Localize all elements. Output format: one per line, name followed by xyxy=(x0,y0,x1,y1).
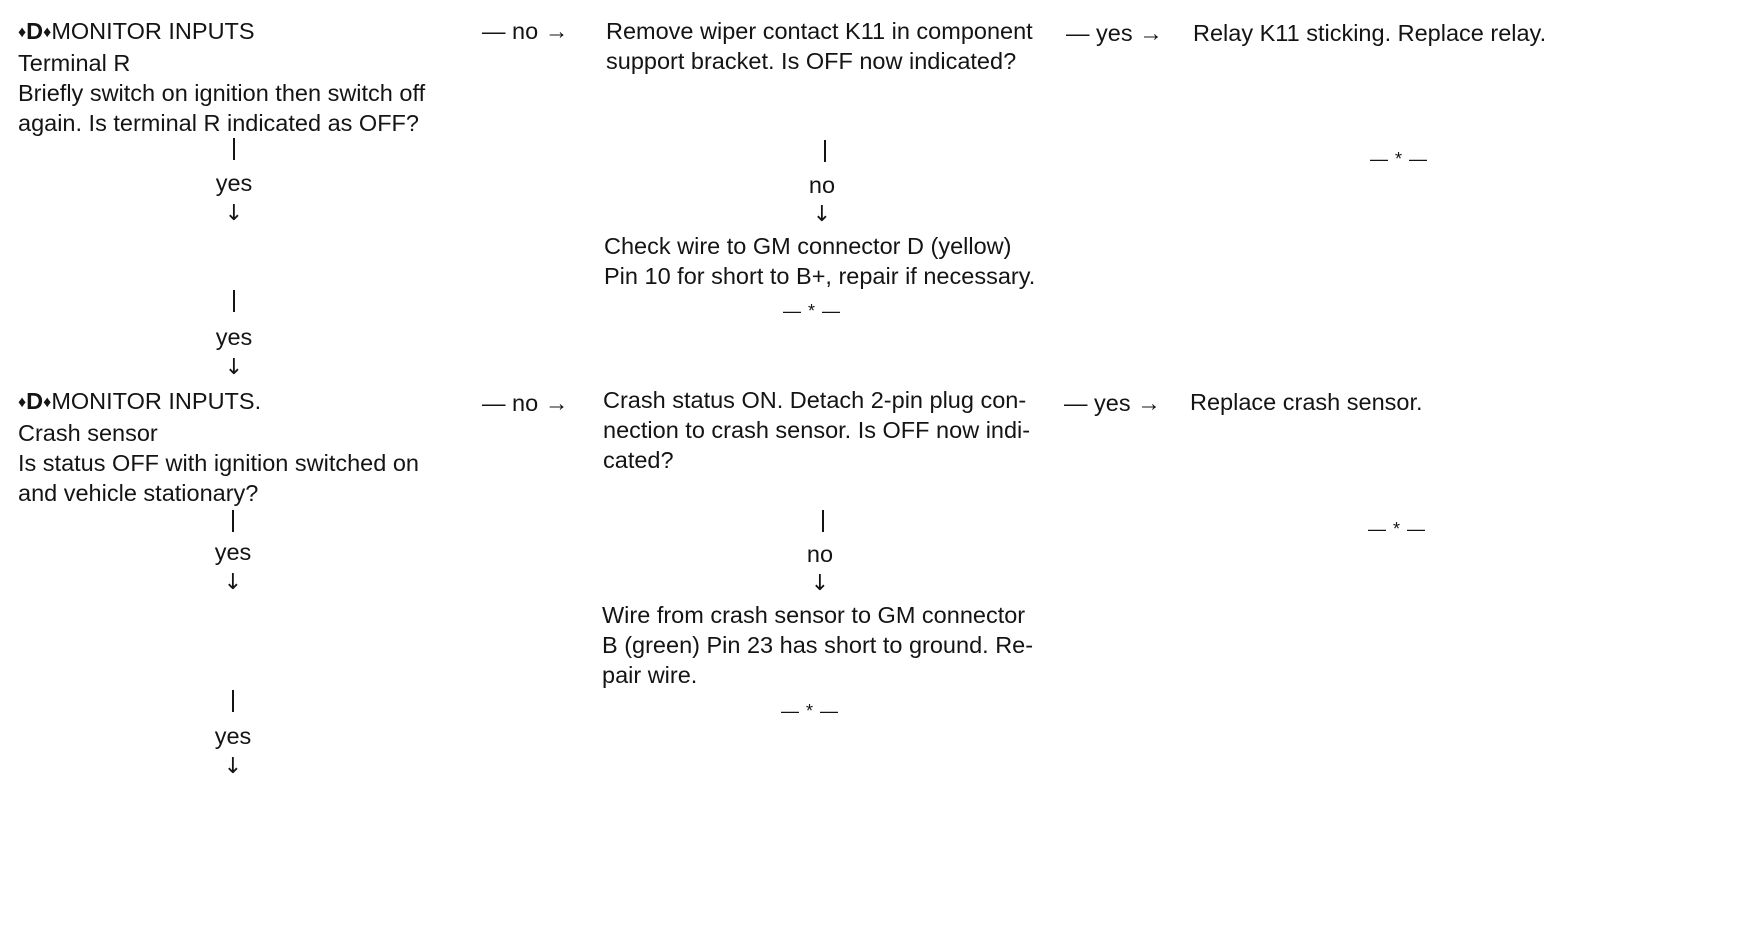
step1-no-no-end-marker: — * — xyxy=(783,301,842,321)
step1-no-arrow-label: — no → xyxy=(482,18,569,44)
step2-no-no-label: no xyxy=(806,541,834,567)
step1-subtitle: Terminal R xyxy=(18,50,131,76)
step2-no-no-result-line2: B (green) Pin 23 has short to ground. Re… xyxy=(602,632,1034,658)
step2-no-no-result-line3: pair wire. xyxy=(602,662,698,688)
step1-no-no-result-line2: Pin 10 for short to B+, repair if necess… xyxy=(604,263,1036,289)
step1-no-branch-block: Remove wiper contact K11 in component su… xyxy=(606,16,1033,76)
step2-question-block: ♦D♦MONITOR INPUTS. Crash sensor Is statu… xyxy=(18,386,419,508)
step2-title: MONITOR INPUTS. xyxy=(51,388,262,414)
step2-no-line3: cated? xyxy=(603,447,674,473)
step2-no-yes-result: Replace crash sensor. xyxy=(1190,389,1423,415)
step1-no-yes-arrow-label: — yes → xyxy=(1066,20,1163,46)
diamond-icon: ♦ xyxy=(43,394,52,411)
step1-no-no-result-line1: Check wire to GM connector D (yellow) xyxy=(604,233,1012,259)
down-arrow-icon: ↓ xyxy=(224,355,244,380)
step1-no-flow-line xyxy=(824,140,826,162)
step1-question-line1: Briefly switch on ignition then switch o… xyxy=(18,80,426,106)
step2-yes-label-1: yes xyxy=(214,539,252,565)
step1-heading: ♦D♦MONITOR INPUTS xyxy=(18,16,425,48)
step2-yes-label-2: yes xyxy=(214,723,252,749)
step2-no-flow-line xyxy=(822,510,824,532)
step1-no-yes-result: Relay K11 sticking. Replace relay. xyxy=(1193,20,1547,46)
step2-no-no-end-marker: — * — xyxy=(781,701,840,721)
step1-no-line2: support bracket. Is OFF now indicated? xyxy=(606,48,1017,74)
step2-subtitle: Crash sensor xyxy=(18,420,158,446)
step2-flow-line xyxy=(232,690,234,712)
down-arrow-icon: ↓ xyxy=(224,201,244,226)
step2-flow-line xyxy=(232,510,234,532)
diamond-icon: ♦ xyxy=(18,24,27,41)
step1-code: D xyxy=(26,18,44,44)
diagnostic-flowchart-page: ♦D♦MONITOR INPUTS Terminal R Briefly swi… xyxy=(18,16,1547,779)
down-arrow-icon: ↓ xyxy=(812,202,832,227)
diamond-icon: ♦ xyxy=(43,24,52,41)
step1-no-yes-end-marker: — * — xyxy=(1370,149,1429,169)
step2-no-yes-arrow-label: — yes → xyxy=(1064,390,1161,416)
step1-question-line2: again. Is terminal R indicated as OFF? xyxy=(18,110,419,136)
step1-yes-label-1: yes xyxy=(215,170,253,196)
step2-no-no-result-block: Wire from crash sensor to GM connector B… xyxy=(602,600,1033,690)
diamond-icon: ♦ xyxy=(18,394,27,411)
step1-no-no-result-block: Check wire to GM connector D (yellow) Pi… xyxy=(604,231,1035,291)
step2-no-branch-block: Crash status ON. Detach 2-pin plug con- … xyxy=(603,385,1030,475)
step1-no-no-label: no xyxy=(808,172,836,198)
step1-yes-label-2: yes xyxy=(215,324,253,350)
step2-no-yes-end-marker: — * — xyxy=(1368,519,1427,539)
step2-no-arrow-label: — no → xyxy=(482,390,569,416)
step1-no-line1: Remove wiper contact K11 in component xyxy=(606,18,1033,44)
step1-title: MONITOR INPUTS xyxy=(51,18,255,44)
step2-code: D xyxy=(26,388,44,414)
step1-question-block: ♦D♦MONITOR INPUTS Terminal R Briefly swi… xyxy=(18,16,425,138)
step1-flow-line xyxy=(233,138,235,160)
step2-heading: ♦D♦MONITOR INPUTS. xyxy=(18,386,419,418)
step2-question-line1: Is status OFF with ignition switched on xyxy=(18,450,419,476)
down-arrow-icon: ↓ xyxy=(223,754,243,779)
down-arrow-icon: ↓ xyxy=(810,571,830,596)
down-arrow-icon: ↓ xyxy=(223,570,243,595)
step2-no-line1: Crash status ON. Detach 2-pin plug con- xyxy=(603,387,1027,413)
step1-flow-line xyxy=(233,290,235,312)
step2-no-no-result-line1: Wire from crash sensor to GM connector xyxy=(602,602,1026,628)
step2-no-line2: nection to crash sensor. Is OFF now indi… xyxy=(603,417,1031,443)
step2-question-line2: and vehicle stationary? xyxy=(18,480,259,506)
